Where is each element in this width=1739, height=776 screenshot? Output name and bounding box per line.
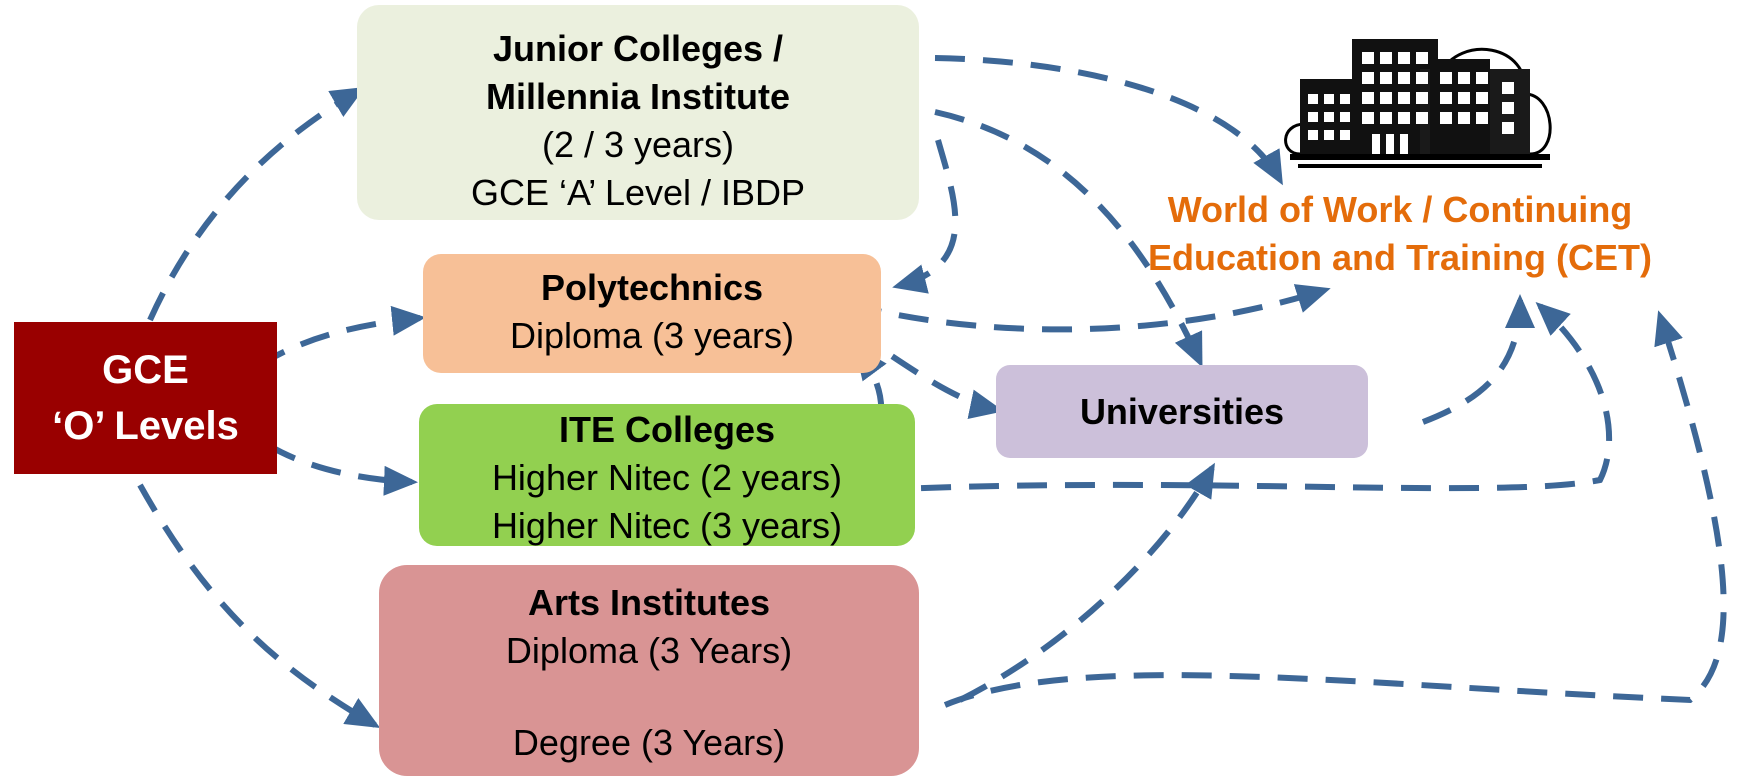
junior-colleges-title2: Millennia Institute — [485, 76, 790, 117]
polytechnics-qualification: Diploma (3 years) — [509, 315, 795, 356]
arrow-gce-to-junior-colleges — [147, 86, 366, 322]
universities-title: Universities — [1079, 390, 1285, 432]
arrow-ite-to-world-of-work — [872, 301, 1613, 493]
arrow-jc-to-world-of-work — [934, 55, 1283, 186]
universities-box: Universities — [996, 365, 1368, 458]
arrow-jc-to-universities — [934, 109, 1203, 368]
junior-colleges-box: Junior Colleges / Millennia Institute (2… — [357, 5, 919, 220]
polytechnics-title: Polytechnics — [540, 267, 764, 308]
world-of-work-line2: Education and Training (CET) — [1148, 237, 1652, 278]
polytechnics-box: Polytechnics Diploma (3 years) — [423, 254, 881, 373]
arrow-gce-to-ite — [266, 442, 418, 496]
arts-institutes-title: Arts Institutes — [527, 582, 771, 623]
gce-o-levels-line2: ‘O’ Levels — [52, 404, 239, 448]
arrow-universities-to-world-of-work — [1421, 294, 1535, 425]
arrow-gce-to-arts — [137, 483, 381, 729]
arrow-gce-to-polytechnics — [256, 305, 426, 369]
ite-colleges-box: ITE Colleges Higher Nitec (2 years) High… — [419, 404, 915, 546]
junior-colleges-duration: (2 / 3 years) — [541, 124, 735, 165]
ite-qualification-1: Higher Nitec (2 years) — [491, 457, 843, 498]
junior-colleges-title1: Junior Colleges / — [492, 28, 784, 69]
junior-colleges-qualification: GCE ‘A’ Level / IBDP — [470, 172, 806, 213]
arts-qualification-1: Diploma (3 Years) — [505, 630, 793, 671]
world-of-work-line1: World of Work / Continuing — [1167, 189, 1633, 230]
office-building-icon — [1284, 39, 1552, 168]
arrow-jc-to-polytechnics — [892, 139, 959, 294]
gce-o-levels-box: GCE ‘O’ Levels — [14, 322, 277, 474]
arrow-arts-to-universities — [958, 462, 1215, 703]
ite-colleges-title: ITE Colleges — [558, 409, 776, 450]
ite-qualification-2: Higher Nitec (3 years) — [491, 505, 843, 546]
arrow-polytechnics-to-world-of-work — [851, 284, 1331, 333]
arts-institutes-box: Arts Institutes Diploma (3 Years) Degree… — [379, 565, 919, 776]
arts-qualification-2: Degree (3 Years) — [512, 722, 786, 763]
world-of-work-label: World of Work / Continuing Education and… — [1080, 186, 1720, 282]
gce-o-levels-line1: GCE — [102, 348, 189, 392]
arrow-arts-to-world-of-work — [943, 310, 1727, 708]
